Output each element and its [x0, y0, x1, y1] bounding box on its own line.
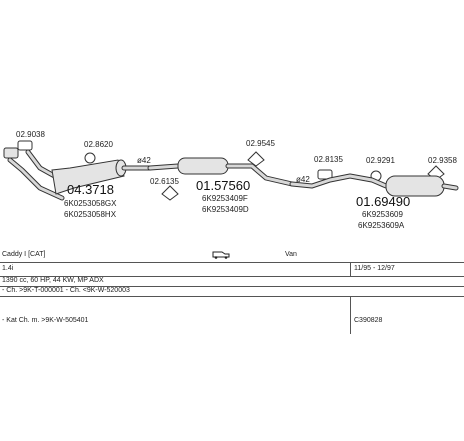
fitting-label: 02.8620	[84, 140, 113, 149]
part-oem-code: 6K0253058HX	[64, 210, 117, 219]
part-number-label: 04.3718	[67, 182, 114, 197]
part-number-label: 01.69490	[356, 194, 410, 209]
fitting-02-9545: 02.9545	[246, 139, 275, 167]
part-number-label: 01.57560	[196, 178, 250, 193]
part-oem-code: 6K9253609	[362, 210, 403, 219]
engine-designation: 1.4i	[2, 265, 14, 272]
part-oem-code: 6K9253409D	[202, 205, 249, 214]
fitting-label: 02.6135	[150, 177, 179, 186]
fitting-02-6135: 02.6135	[150, 177, 179, 201]
fitting-label: 02.9038	[16, 130, 45, 139]
production-period: 11/95 - 12/97	[354, 265, 395, 272]
info-row-chassis: - Ch. >9K-T-000001 - Ch. <9K-W-520003	[0, 286, 464, 297]
rear-silencer	[289, 173, 459, 197]
part-oem-code: 6K9253409F	[202, 194, 248, 203]
part-oem-code: 6K9253609A	[358, 221, 405, 230]
fitting-label: 02.9358	[428, 156, 457, 165]
info-row-spec: 1390 cc, 60 HP, 44 KW, MP ADX	[0, 276, 464, 287]
engine-spec: 1390 cc, 60 HP, 44 KW, MP ADX	[2, 277, 104, 284]
fitting-02-8135: 02.8135	[314, 155, 343, 180]
catalytic-converter-body	[51, 159, 125, 195]
info-row-kit: - Kat Ch. m. >9K-W-505401 C390828	[0, 296, 464, 334]
van-icon	[212, 249, 230, 262]
kit-code: C390828	[354, 317, 383, 324]
vehicle-body-type: Van	[285, 251, 297, 258]
vehicle-model: Caddy I [CAT]	[2, 251, 46, 258]
front-flange	[3, 147, 19, 159]
kit-note: - Kat Ch. m. >9K-W-505401	[2, 317, 89, 324]
info-row-model: Caddy I [CAT] Van	[0, 248, 464, 263]
middle-silencer	[147, 157, 295, 187]
fitting-02-9038: 02.9038	[16, 130, 45, 151]
front-pipe-assembly	[3, 147, 153, 201]
chassis-range: - Ch. >9K-T-000001 - Ch. <9K-W-520003	[2, 287, 130, 294]
info-row-engine: 1.4i 11/95 - 12/97	[0, 262, 464, 277]
exhaust-system-diagram: 02.9038 02.8620 ø42 04.3718 6K0253058GX …	[3, 130, 459, 230]
fitting-02-8620: 02.8620	[84, 140, 113, 164]
pipe-diameter-label: ø42	[296, 175, 310, 184]
rear-silencer-body	[385, 175, 445, 197]
part-oem-code: 6K0253058GX	[64, 199, 117, 208]
middle-silencer-body	[177, 157, 229, 175]
pipe-diameter-label: ø42	[137, 156, 151, 165]
fitting-label: 02.9291	[366, 156, 395, 165]
fitting-label: 02.8135	[314, 155, 343, 164]
fitting-label: 02.9545	[246, 139, 275, 148]
